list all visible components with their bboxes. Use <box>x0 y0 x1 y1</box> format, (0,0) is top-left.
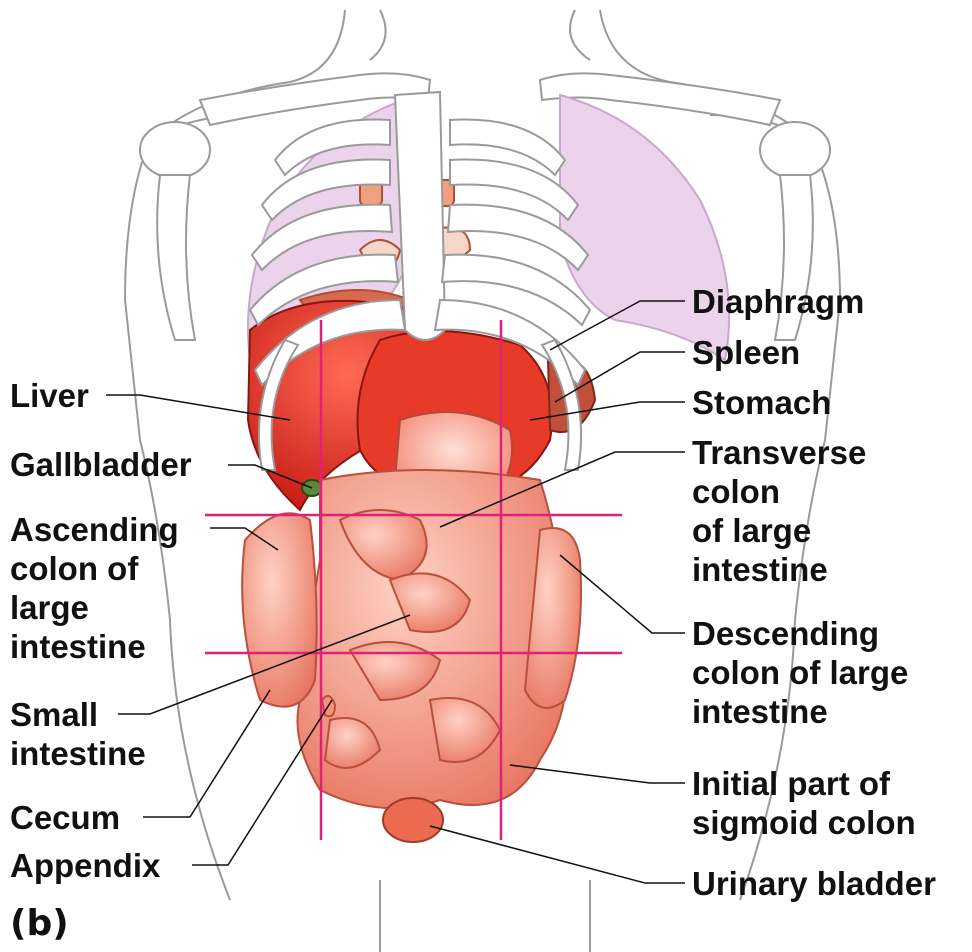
label-diaphragm: Diaphragm <box>692 282 864 321</box>
label-cecum: Cecum <box>10 798 120 837</box>
intestines <box>242 470 581 808</box>
label-liver: Liver <box>10 376 89 415</box>
label-spleen: Spleen <box>692 333 800 372</box>
label-appendix: Appendix <box>10 846 160 885</box>
label-small-intestine: Small intestine <box>10 695 146 773</box>
label-gallbladder: Gallbladder <box>10 445 192 484</box>
label-stomach: Stomach <box>692 383 831 422</box>
panel-label: (b) <box>10 903 69 944</box>
urinary-bladder <box>383 798 443 842</box>
label-ascending-colon: Ascending colon of large intestine <box>10 510 179 666</box>
label-sigmoid-colon: Initial part of sigmoid colon <box>692 764 916 842</box>
label-urinary-bladder: Urinary bladder <box>692 864 936 903</box>
label-transverse-colon: Transverse colon of large intestine <box>692 433 866 589</box>
label-descending-colon: Descending colon of large intestine <box>692 614 908 731</box>
